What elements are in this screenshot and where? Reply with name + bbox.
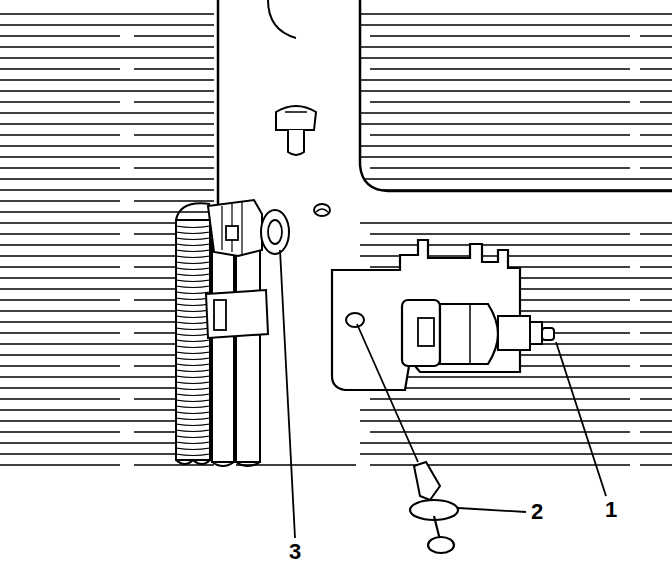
callout-number: 1 [603, 498, 619, 522]
callout-number: 3 [287, 540, 303, 564]
callout-number: 2 [529, 500, 545, 524]
